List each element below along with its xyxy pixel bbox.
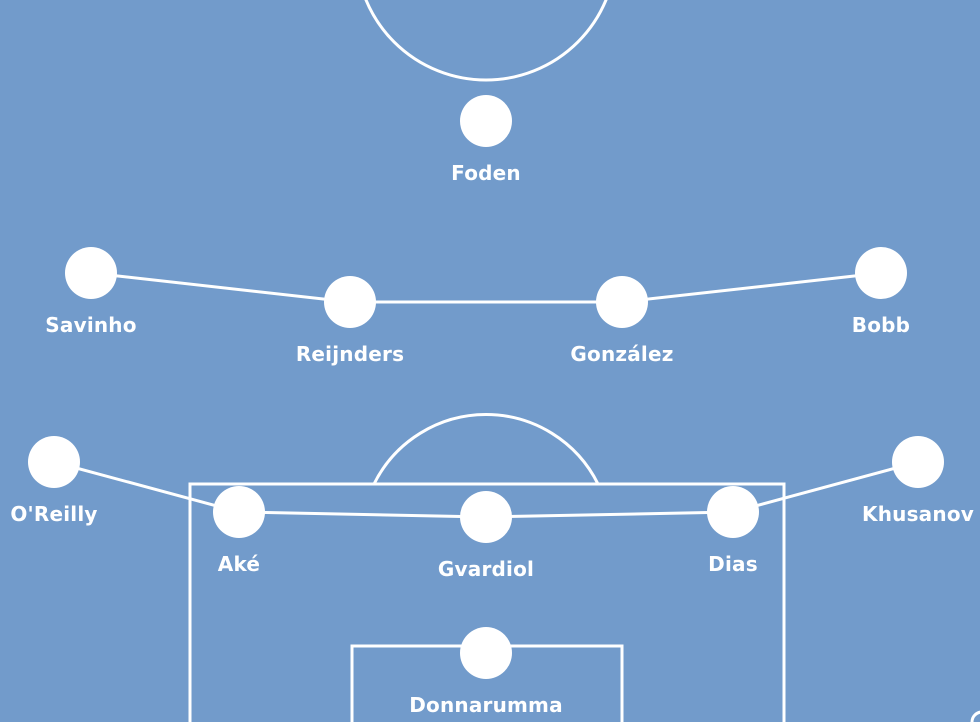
center-circle bbox=[364, 0, 608, 82]
player-marker-icon[interactable] bbox=[460, 95, 512, 147]
player-marker-icon[interactable] bbox=[892, 436, 944, 488]
player-name: Donnarumma bbox=[409, 693, 563, 717]
player-marker-icon[interactable] bbox=[855, 247, 907, 299]
penalty-box bbox=[188, 482, 786, 722]
player-marker-icon[interactable] bbox=[65, 247, 117, 299]
player-name: Savinho bbox=[45, 313, 137, 337]
player-name: O'Reilly bbox=[10, 502, 98, 526]
player-marker-icon[interactable] bbox=[460, 491, 512, 543]
player-marker-icon[interactable] bbox=[213, 486, 265, 538]
player-name: González bbox=[570, 342, 674, 366]
player-name: Foden bbox=[451, 161, 521, 185]
player-name: Dias bbox=[708, 552, 758, 576]
player-marker-icon[interactable] bbox=[596, 276, 648, 328]
corner-arc bbox=[970, 710, 980, 722]
player-name: Bobb bbox=[851, 313, 911, 337]
player-marker-icon[interactable] bbox=[707, 486, 759, 538]
midfield-line bbox=[90, 271, 882, 304]
player-marker-icon[interactable] bbox=[28, 436, 80, 488]
player-marker-icon[interactable] bbox=[460, 627, 512, 679]
player-name: Reijnders bbox=[295, 342, 405, 366]
penalty-arc bbox=[372, 413, 600, 485]
player-name: Aké bbox=[217, 552, 261, 576]
player-name: Khusanov bbox=[862, 502, 974, 526]
player-name: Gvardiol bbox=[437, 557, 535, 581]
player-marker-icon[interactable] bbox=[324, 276, 376, 328]
